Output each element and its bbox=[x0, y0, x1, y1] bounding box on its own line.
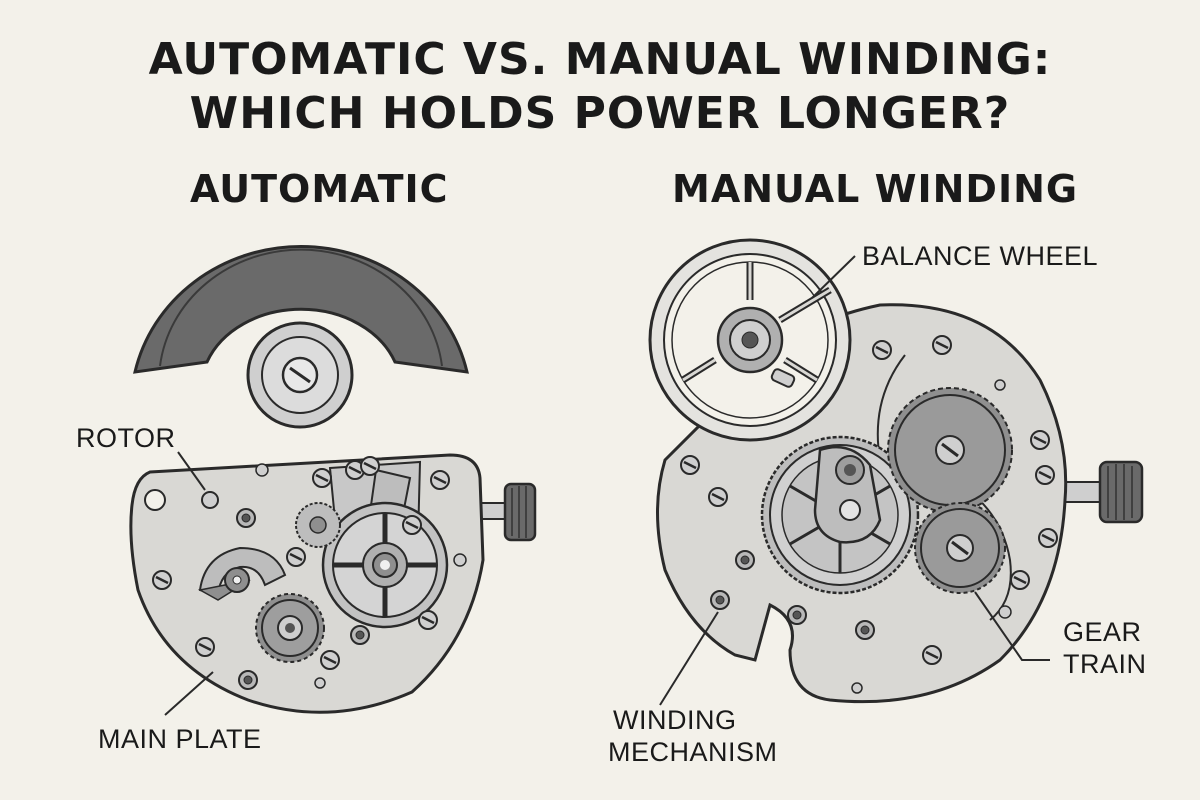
winding-mechanism-label-line-2: MECHANISM bbox=[608, 737, 778, 767]
manual-movement bbox=[648, 238, 1144, 706]
winding-mechanism-leader-line bbox=[659, 611, 719, 706]
main-plate bbox=[129, 453, 485, 714]
automatic-heading: AUTOMATIC bbox=[190, 167, 449, 211]
gear-train-label-line-2: TRAIN bbox=[1063, 649, 1147, 679]
automatic-movement bbox=[129, 245, 537, 716]
main-plate-leader-line bbox=[164, 671, 214, 716]
automatic-wheel bbox=[321, 501, 449, 629]
rotor-leader-line bbox=[177, 451, 206, 491]
balance-wheel-leader-line bbox=[811, 255, 856, 299]
page-title-line-1: AUTOMATIC VS. MANUAL WINDING: bbox=[148, 34, 1052, 85]
rotor bbox=[133, 245, 469, 429]
automatic-crown bbox=[476, 482, 537, 542]
winding-mechanism-label-line-1: WINDING bbox=[613, 705, 737, 735]
main-plate-label: MAIN PLATE bbox=[98, 724, 262, 754]
gear-train bbox=[887, 387, 1013, 594]
gear-train-label-line-1: GEAR bbox=[1063, 617, 1142, 647]
balance-wheel bbox=[648, 238, 852, 442]
gear-train-leader-line bbox=[974, 591, 1050, 661]
page-title-line-2: WHICH HOLDS POWER LONGER? bbox=[189, 88, 1011, 139]
manual-winding-heading: MANUAL WINDING bbox=[672, 167, 1079, 211]
automatic-small-gear bbox=[255, 593, 325, 663]
rotor-label: ROTOR bbox=[76, 423, 176, 453]
balance-wheel-label: BALANCE WHEEL bbox=[862, 241, 1099, 271]
manual-crown bbox=[1062, 460, 1144, 524]
